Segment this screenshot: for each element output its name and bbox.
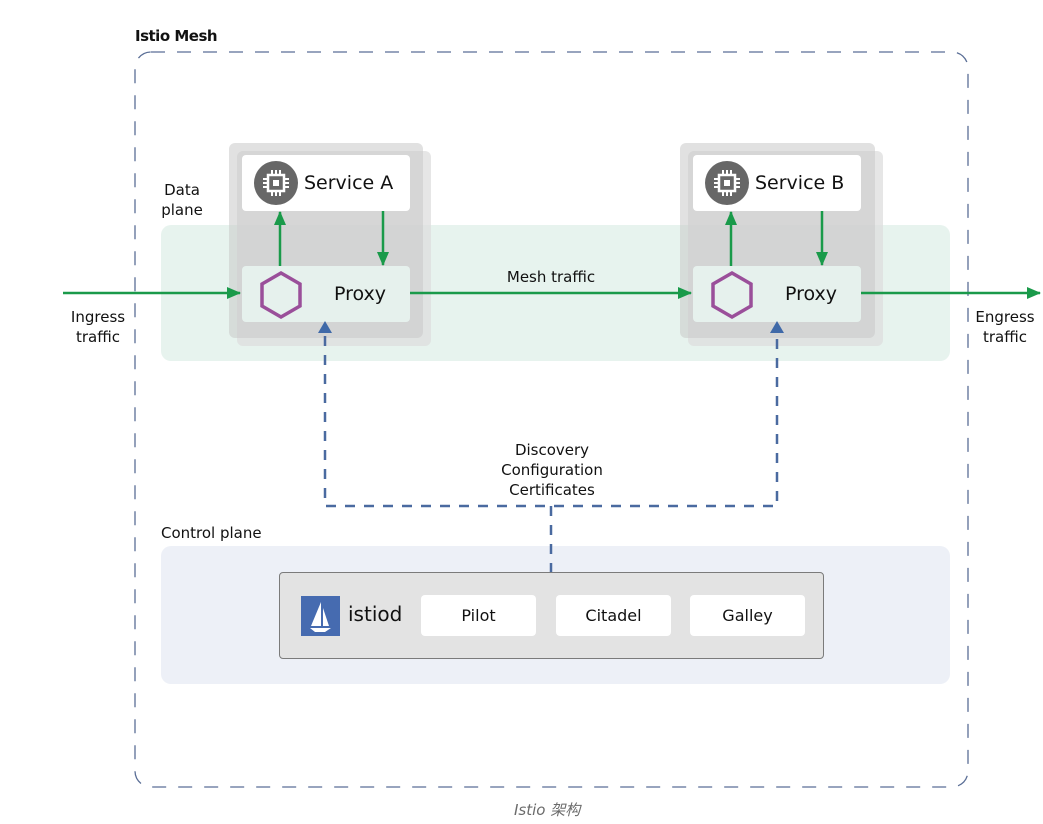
figure-caption: Istio 架构	[514, 801, 581, 819]
ingress-label-line2: traffic	[76, 328, 120, 346]
chip-icon	[705, 161, 749, 205]
sailboat-icon	[301, 596, 340, 636]
egress-label-line1: Engress	[975, 308, 1035, 326]
control-flow-configuration: Configuration	[501, 461, 603, 479]
hexagon-icon	[260, 270, 302, 320]
control-link	[323, 336, 779, 508]
service-a-box[interactable]: Service A	[242, 155, 410, 211]
istiod-label: istiod	[348, 602, 403, 626]
component-pilot[interactable]: Pilot	[421, 595, 536, 636]
data-plane-label: Data plane	[158, 180, 206, 220]
hexagon-icon	[711, 270, 753, 320]
control-flow-label: Discovery Configuration Certificates	[480, 440, 624, 500]
control-arrow-a	[318, 321, 332, 333]
control-plane-label: Control plane	[161, 524, 262, 542]
service-b-label: Service B	[755, 172, 845, 194]
proxy-a-label: Proxy	[334, 283, 387, 305]
ingress-label-line1: Ingress	[70, 308, 126, 326]
mesh-boundary	[134, 51, 969, 788]
control-arrow-b	[770, 321, 784, 333]
proxy-b-box[interactable]: Proxy	[693, 266, 861, 322]
service-a-label: Service A	[304, 172, 394, 194]
istiod-box[interactable]: istiod Pilot Citadel Galley	[279, 572, 824, 659]
control-flow-certificates: Certificates	[509, 481, 595, 499]
component-citadel[interactable]: Citadel	[556, 595, 671, 636]
proxy-a-box[interactable]: Proxy	[242, 266, 410, 322]
egress-label-line2: traffic	[983, 328, 1027, 346]
ingress-label: Ingress traffic	[62, 307, 134, 347]
data-plane-label-line2: plane	[161, 201, 203, 219]
service-b-box[interactable]: Service B	[693, 155, 861, 211]
chip-icon	[254, 161, 298, 205]
component-galley[interactable]: Galley	[690, 595, 805, 636]
egress-label: Engress traffic	[968, 307, 1042, 347]
control-flow-discovery: Discovery	[514, 441, 590, 459]
proxy-b-label: Proxy	[785, 283, 838, 305]
data-plane-label-line1: Data	[164, 181, 200, 199]
mesh-title: Istio Mesh	[135, 27, 218, 45]
mesh-traffic-label: Mesh traffic	[506, 268, 596, 286]
